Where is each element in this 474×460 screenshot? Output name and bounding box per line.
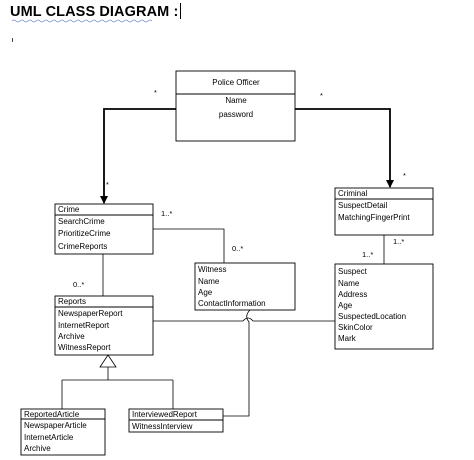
mult-crime-top: * bbox=[106, 180, 109, 189]
title-text: UML CLASS DIAGRAM : bbox=[10, 4, 179, 20]
interviewed-report-attr-witnessinterview: WitnessInterview bbox=[132, 422, 193, 431]
witness-attr-age: Age bbox=[198, 288, 213, 297]
criminal-attr-matchingfingerprint: MatchingFingerPrint bbox=[338, 213, 410, 222]
suspect-attr-name: Name bbox=[338, 279, 360, 288]
suspect-attr-age: Age bbox=[338, 301, 353, 310]
class-reports[interactable]: Reports NewspaperReport InternetReport A… bbox=[54, 295, 154, 356]
crime-attr-searchcrime: SearchCrime bbox=[58, 217, 105, 226]
police-officer-attr-name: Name bbox=[225, 96, 247, 105]
page-mark bbox=[12, 38, 13, 42]
association-reports-suspect bbox=[153, 317, 335, 322]
police-officer-attr-password: password bbox=[219, 110, 253, 119]
spellcheck-underline bbox=[12, 19, 153, 23]
class-interviewed-report[interactable]: InterviewedReport WitnessInterview bbox=[128, 408, 224, 433]
witness-attr-contactinformation: ContactInformation bbox=[198, 299, 266, 308]
witness-attr-name: Name bbox=[198, 277, 220, 286]
interviewed-report-name: InterviewedReport bbox=[132, 410, 198, 419]
association-witness-interviewed bbox=[223, 309, 251, 417]
class-criminal[interactable]: Criminal SuspectDetail MatchingFingerPri… bbox=[334, 187, 434, 236]
reports-attr-witnessreport: WitnessReport bbox=[58, 343, 111, 352]
text-cursor bbox=[180, 3, 182, 19]
generalization-triangle bbox=[99, 354, 117, 368]
mult-criminal-suspect-right: 1..* bbox=[393, 237, 404, 246]
reports-attr-newspaperreport: NewspaperReport bbox=[58, 309, 123, 318]
mult-officer-right: * bbox=[320, 91, 323, 100]
suspect-attr-suspectedlocation: SuspectedLocation bbox=[338, 312, 406, 321]
crime-attr-crimereports: CrimeReports bbox=[58, 242, 107, 251]
class-police-officer[interactable]: Police Officer Name password bbox=[175, 70, 296, 142]
class-suspect[interactable]: Suspect Name Address Age SuspectedLocati… bbox=[334, 263, 434, 350]
association-officer-criminal bbox=[295, 108, 394, 188]
reported-article-attr-newspaperarticle: NewspaperArticle bbox=[24, 421, 87, 430]
mult-witness-top: 0..* bbox=[232, 244, 243, 253]
mult-criminal-top: * bbox=[403, 171, 406, 180]
class-witness[interactable]: Witness Name Age ContactInformation bbox=[194, 262, 296, 311]
witness-attr-witness: Witness bbox=[198, 265, 226, 274]
suspect-attr-address: Address bbox=[338, 290, 367, 299]
class-reported-article[interactable]: ReportedArticle NewspaperArticle Interne… bbox=[20, 408, 106, 456]
connectors bbox=[61, 108, 394, 417]
association-officer-crime bbox=[100, 108, 176, 204]
crime-name: Crime bbox=[58, 205, 80, 214]
reports-attr-internetreport: InternetReport bbox=[58, 321, 110, 330]
association-crime-witness bbox=[153, 228, 225, 263]
reported-article-attr-internetarticle: InternetArticle bbox=[24, 433, 74, 442]
suspect-attr-mark: Mark bbox=[338, 334, 357, 343]
criminal-attr-suspectdetail: SuspectDetail bbox=[338, 201, 388, 210]
police-officer-name: Police Officer bbox=[212, 78, 260, 87]
criminal-name: Criminal bbox=[338, 189, 368, 198]
crime-attr-prioritizecrime: PrioritizeCrime bbox=[58, 229, 111, 238]
mult-crime-witness: 1..* bbox=[161, 209, 172, 218]
mult-officer-left: * bbox=[154, 88, 157, 97]
reports-attr-archive: Archive bbox=[58, 332, 85, 341]
diagram-title: UML CLASS DIAGRAM : bbox=[10, 3, 182, 20]
reports-name: Reports bbox=[58, 297, 86, 306]
mult-criminal-suspect-left: 1..* bbox=[362, 250, 373, 259]
reported-article-name: ReportedArticle bbox=[24, 410, 80, 419]
suspect-attr-skincolor: SkinColor bbox=[338, 323, 373, 332]
class-crime[interactable]: Crime SearchCrime PrioritizeCrime CrimeR… bbox=[54, 203, 154, 255]
suspect-attr-suspect: Suspect bbox=[338, 267, 368, 276]
multiplicity-labels: * * * * 1..* 0..* 0..* 1..* 1..* bbox=[73, 88, 406, 289]
mult-crime-reports: 0..* bbox=[73, 280, 84, 289]
reported-article-attr-archive: Archive bbox=[24, 444, 51, 453]
